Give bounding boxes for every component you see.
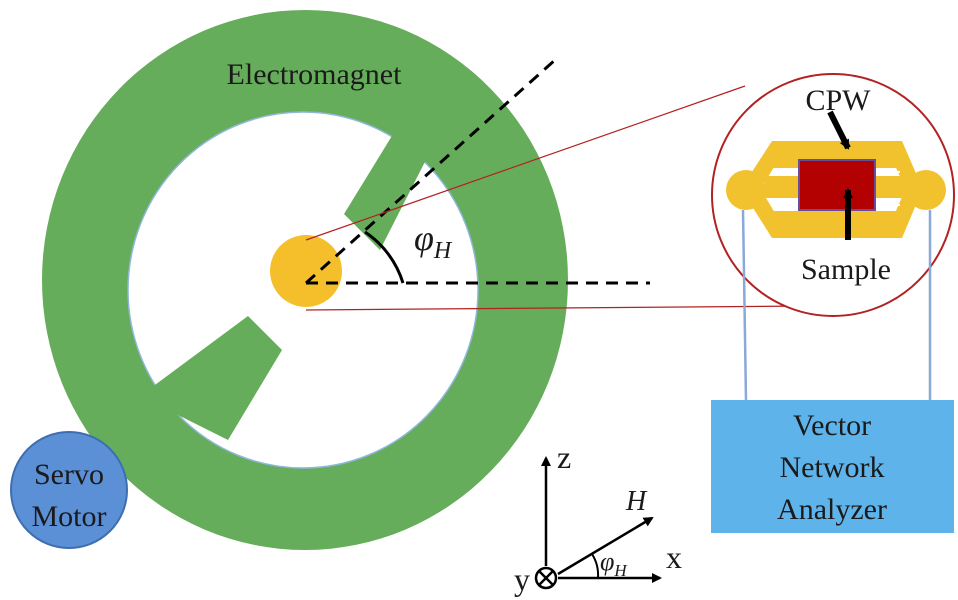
servo-motor: Servo Motor <box>10 431 128 549</box>
axis-x-label: x <box>666 539 682 575</box>
axes-angle-label: φH <box>600 547 628 580</box>
axis-y-label: y <box>514 561 530 597</box>
axes-angle-arc <box>591 553 600 579</box>
cpw-detail: CPW Sample <box>711 73 955 317</box>
electromagnet: Electromagnet <box>42 10 568 550</box>
cpw-port-right <box>906 170 946 210</box>
vna-label-line1: Vector <box>793 409 871 442</box>
cpw-label: CPW <box>805 84 871 117</box>
cpw-sample <box>798 159 876 211</box>
angle-arc <box>364 230 405 284</box>
zoom-lines <box>305 85 807 311</box>
coordinate-axes: z x y H φH <box>514 439 682 597</box>
cpw-port-left <box>726 170 766 210</box>
vna-label-line2: Network <box>780 451 885 484</box>
electromagnet-ring <box>42 10 568 550</box>
vna-box <box>711 400 954 533</box>
electromagnet-label: Electromagnet <box>227 58 403 91</box>
angle-reference-lines <box>304 58 650 285</box>
servo-label-line1: Servo <box>34 458 104 491</box>
field-direction-line <box>304 58 557 285</box>
angle-label: φH <box>414 218 453 264</box>
pole-piece-lower <box>140 316 282 440</box>
vna-wires <box>741 209 932 401</box>
sample-label: Sample <box>801 253 891 286</box>
servo-label-line2: Motor <box>32 500 107 533</box>
vna-label-line3: Analyzer <box>777 493 887 526</box>
circle-cross-icon <box>534 566 558 590</box>
sample-disk <box>270 235 342 307</box>
vector-network-analyzer: Vector Network Analyzer <box>711 400 954 533</box>
field-h-label: H <box>625 486 648 517</box>
h-field-arrow <box>557 516 654 576</box>
cpw-pointer-arrow <box>827 110 851 150</box>
servo-motor-disk <box>10 431 128 549</box>
axis-z-label: z <box>557 439 571 475</box>
